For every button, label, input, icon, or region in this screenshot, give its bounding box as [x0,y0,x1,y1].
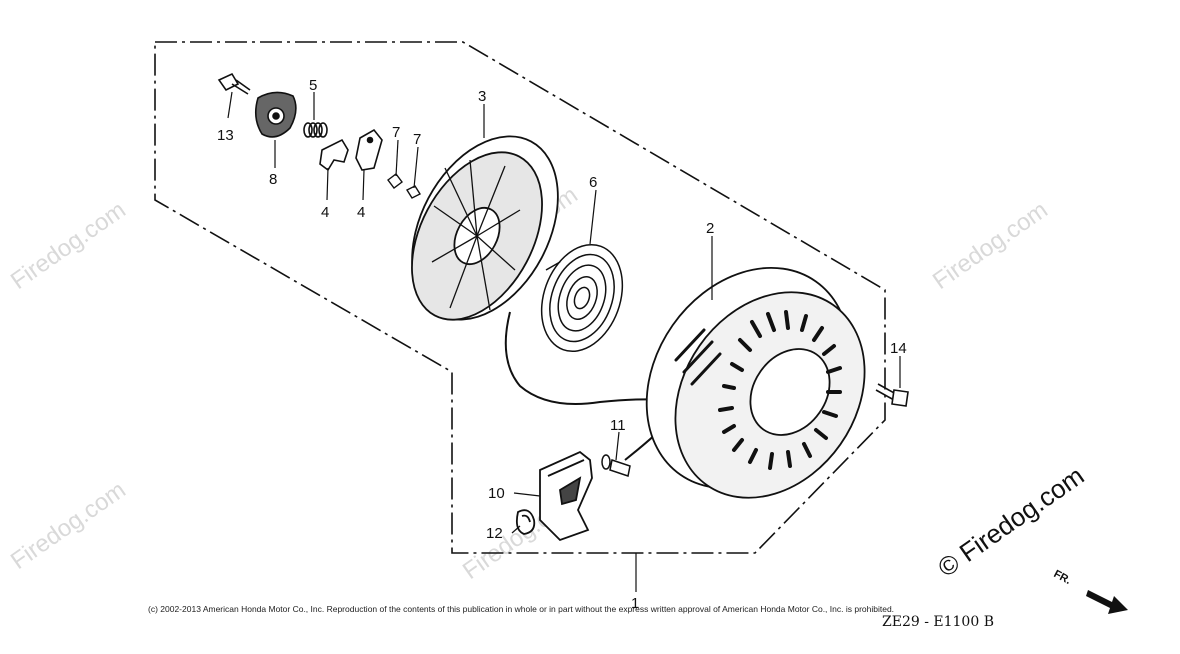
part-10-grip [539,450,593,542]
watermark: Firedog.com [928,196,1053,295]
part-13-bolt [217,72,251,95]
part-4-pawl [355,128,383,171]
callout-10: 10 [488,485,505,502]
callout-7: 7 [413,131,421,148]
watermark: Firedog.com [6,196,131,295]
callout-2: 2 [706,220,714,237]
callout-1: 1 [631,595,639,612]
assembly-boundary [154,41,886,554]
callout-5: 5 [309,77,317,94]
part-7-clip [387,173,403,189]
part-5-spring [303,122,328,138]
part-7-clip [405,185,422,199]
callout-8: 8 [269,171,277,188]
watermark: Firedog.com [6,476,131,575]
part-12-holder [515,509,536,535]
callout-12: 12 [486,525,503,542]
copyright-notice: (c) 2002-2013 American Honda Motor Co., … [148,604,894,614]
callout-13: 13 [217,127,234,144]
front-arrow-icon [1086,590,1128,614]
part-11-pin [601,454,631,477]
callout-11: 11 [610,417,626,434]
callout-7: 7 [392,124,400,141]
callouts: 13 8 5 4 4 7 7 3 6 2 14 11 10 12 1 [217,77,907,612]
callout-4: 4 [357,204,365,221]
front-direction-indicator: FR. [1052,568,1128,614]
callout-14: 14 [890,340,907,357]
part-3-reel [411,135,559,321]
watermark-main: © Firedog.com [932,460,1089,583]
part-4-pawl [319,138,349,172]
callout-3: 3 [478,88,486,105]
part-6-spring [540,243,624,353]
callout-6: 6 [589,174,597,191]
direction-label: FR. [1052,568,1073,587]
part-8-ratchet [254,91,297,138]
part-14-bolt [875,383,909,407]
starter-rope [504,311,666,405]
leader-lines [227,91,901,592]
part-2-starter-case [645,266,866,499]
drawing-code: ZE29 - E1100 B [882,614,994,630]
callout-4: 4 [321,204,329,221]
